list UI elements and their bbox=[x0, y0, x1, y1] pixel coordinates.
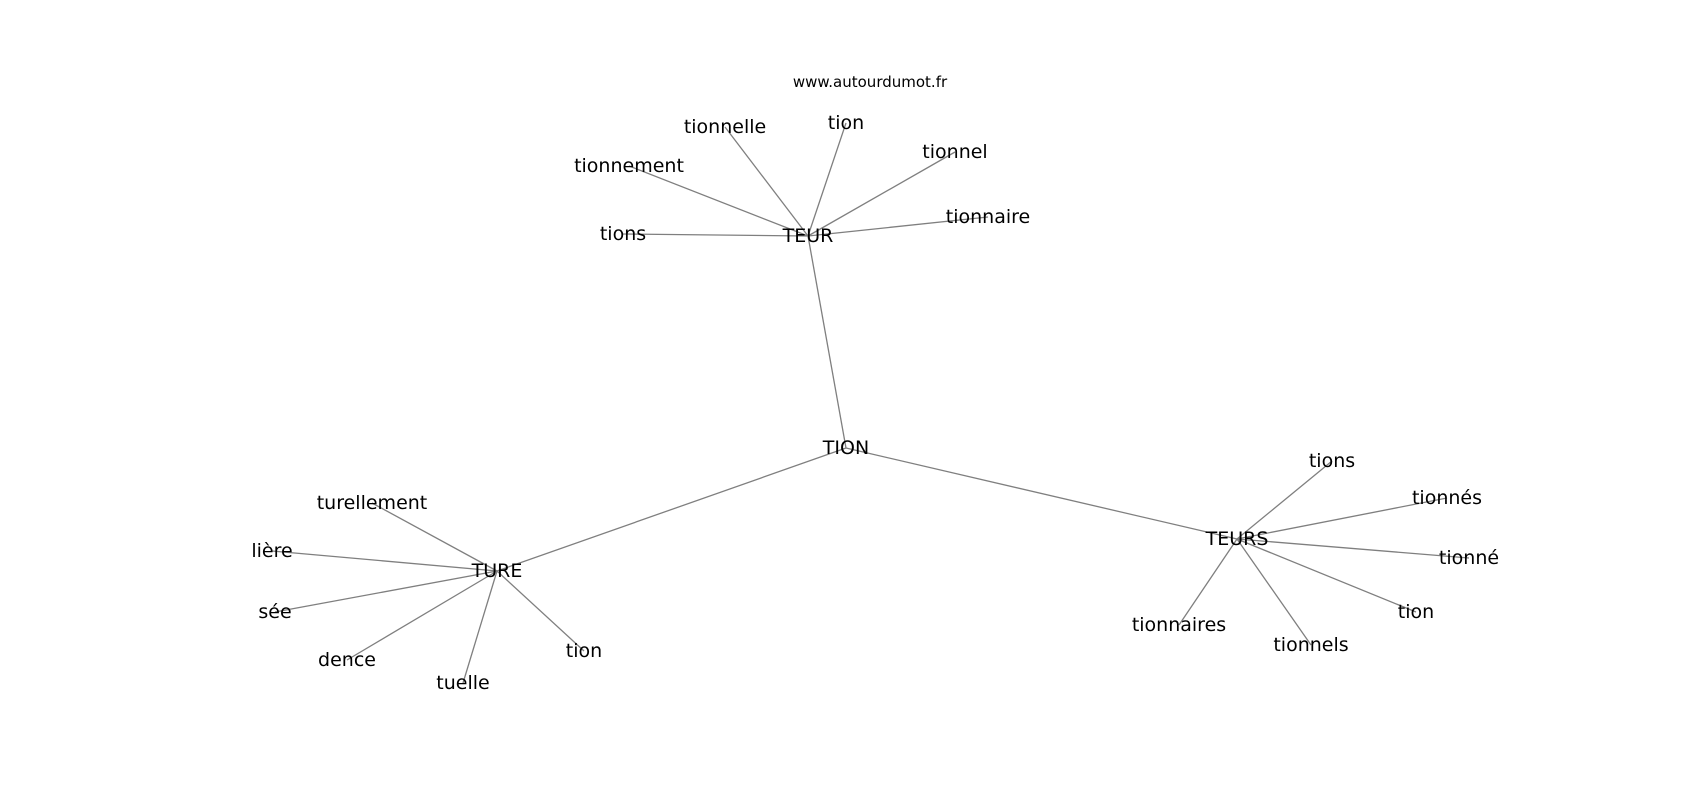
leaf-node[interactable]: tion bbox=[1398, 601, 1434, 623]
edge-root-teur bbox=[807, 235, 847, 449]
edge-teurs-child bbox=[1178, 538, 1238, 626]
hub-node-teurs[interactable]: TEURS bbox=[1205, 528, 1269, 550]
edge-teurs-child bbox=[1236, 497, 1448, 540]
leaf-node[interactable]: tions bbox=[600, 223, 646, 245]
hub-node-ture[interactable]: TURE bbox=[471, 560, 523, 582]
edge-ture-child bbox=[462, 570, 498, 684]
leaf-node[interactable]: tionnement bbox=[574, 155, 684, 177]
leaf-node[interactable]: tionnels bbox=[1273, 634, 1348, 656]
leaf-node[interactable]: tionnaires bbox=[1132, 614, 1226, 636]
edge-ture-child bbox=[371, 502, 498, 572]
edge-ture-child bbox=[496, 570, 585, 652]
leaf-node[interactable]: turellement bbox=[317, 492, 428, 514]
leaf-node[interactable]: tionnaire bbox=[946, 206, 1030, 228]
edge-teurs-child bbox=[1236, 460, 1333, 540]
edge-teur-child bbox=[807, 122, 847, 237]
edge-ture-child bbox=[274, 570, 498, 613]
edge-ture-child bbox=[346, 570, 498, 661]
edge-teur-child bbox=[622, 233, 809, 237]
leaf-node[interactable]: tions bbox=[1309, 450, 1355, 472]
edge-teurs-child bbox=[1236, 538, 1417, 613]
leaf-node[interactable]: tuelle bbox=[436, 672, 489, 694]
edge-ture-child bbox=[271, 550, 498, 572]
leaf-node[interactable]: tionnés bbox=[1412, 487, 1482, 509]
edge-teurs-child bbox=[1236, 538, 1470, 559]
edge-teur-child bbox=[807, 151, 956, 237]
hub-node-teur[interactable]: TEUR bbox=[782, 225, 834, 247]
leaf-node[interactable]: sée bbox=[258, 601, 291, 623]
leaf-node[interactable]: tionnel bbox=[922, 141, 987, 163]
root-node-tion[interactable]: TION bbox=[822, 437, 869, 459]
leaf-node[interactable]: tionné bbox=[1439, 547, 1499, 569]
edge-teur-child bbox=[724, 126, 809, 237]
edge-teur-child bbox=[807, 216, 989, 237]
leaf-node[interactable]: tion bbox=[566, 640, 602, 662]
edge-teur-child bbox=[628, 165, 809, 237]
site-title: www.autourdumot.fr bbox=[793, 73, 948, 91]
leaf-node[interactable]: dence bbox=[318, 649, 376, 671]
edge-teurs-child bbox=[1236, 538, 1312, 646]
leaf-node[interactable]: lière bbox=[251, 540, 292, 562]
edges bbox=[271, 122, 1470, 684]
leaf-node[interactable]: tion bbox=[828, 112, 864, 134]
edge-root-ture bbox=[496, 447, 847, 572]
leaf-node[interactable]: tionnelle bbox=[684, 116, 766, 138]
edge-root-teurs bbox=[845, 447, 1238, 540]
labels: TION TEUR tionnelle tion tionnel tionnement ti… bbox=[251, 112, 1499, 694]
